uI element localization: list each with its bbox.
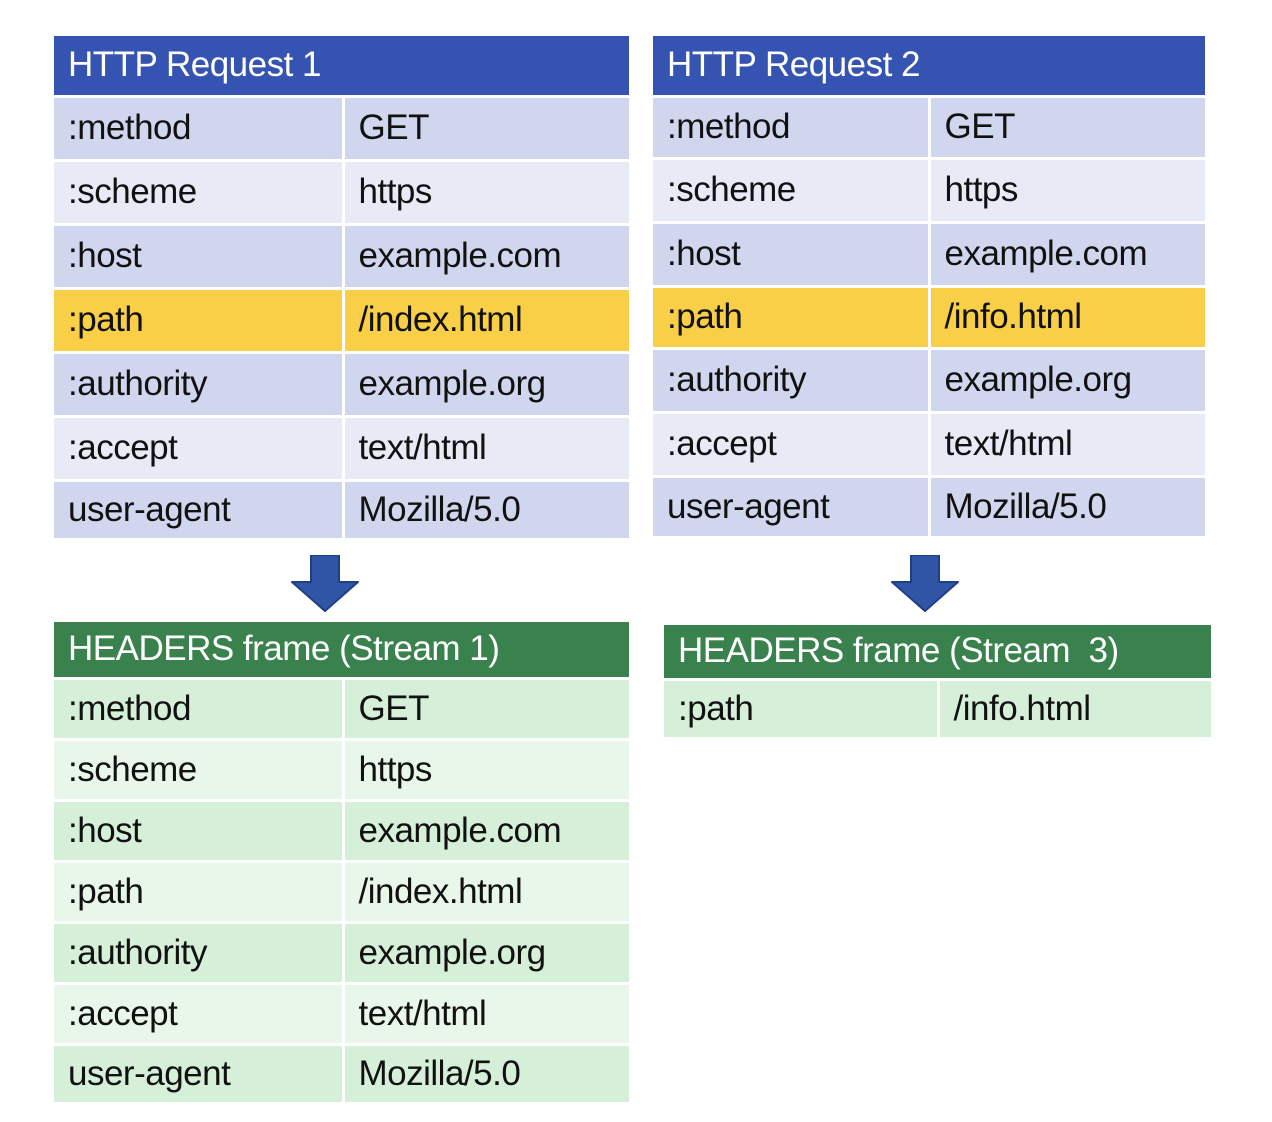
header-value: text/html [343, 414, 629, 480]
header-key: :accept [54, 414, 345, 480]
table-row: user-agent Mozilla/5.0 [54, 478, 629, 538]
table-row: :path /index.html [54, 859, 629, 922]
header-key: user-agent [653, 474, 931, 536]
table-title: HEADERS frame (Stream 1) [54, 622, 629, 678]
table-title: HTTP Request 1 [54, 36, 629, 96]
header-value: example.org [343, 350, 629, 416]
table-row: :authority example.org [54, 350, 629, 416]
header-key: :method [54, 676, 345, 739]
header-value: GET [343, 94, 629, 160]
header-value: Mozilla/5.0 [929, 474, 1205, 536]
table-header: HEADERS frame (Stream 1) [54, 622, 629, 678]
header-key: :method [653, 94, 931, 158]
header-value: text/html [343, 981, 629, 1044]
arrow-down-icon [891, 555, 959, 612]
table-row: :host example.com [54, 222, 629, 288]
header-value: /info.html [938, 677, 1211, 737]
table-header: HTTP Request 1 [54, 36, 629, 96]
headers-frame-stream-3-table: HEADERS frame (Stream 3) :path /info.htm… [664, 625, 1211, 737]
header-key: :scheme [54, 158, 345, 224]
table-row: :scheme https [54, 737, 629, 800]
table-row: user-agent Mozilla/5.0 [54, 1042, 629, 1102]
table-header: HEADERS frame (Stream 3) [664, 625, 1211, 679]
header-key: :path [54, 286, 345, 352]
table-header: HTTP Request 2 [653, 36, 1205, 96]
header-key: :path [664, 677, 940, 737]
headers-frame-stream-1-table: HEADERS frame (Stream 1) :method GET :sc… [54, 622, 629, 1102]
table-row: user-agent Mozilla/5.0 [653, 474, 1205, 536]
header-value: example.org [929, 346, 1205, 412]
header-key: :host [54, 222, 345, 288]
table-row-highlighted: :path /index.html [54, 286, 629, 352]
header-key: :host [653, 220, 931, 286]
table-title: HEADERS frame (Stream 3) [664, 625, 1211, 679]
header-value: /index.html [343, 286, 629, 352]
table-row-highlighted: :path /info.html [653, 284, 1205, 348]
header-value: text/html [929, 410, 1205, 476]
table-row: :host example.com [54, 798, 629, 861]
table-row: :accept text/html [54, 981, 629, 1044]
header-value: Mozilla/5.0 [343, 478, 629, 538]
header-value: example.com [343, 222, 629, 288]
header-value: example.org [343, 920, 629, 983]
table-row: :scheme https [653, 156, 1205, 222]
header-key: user-agent [54, 478, 345, 538]
header-key: :accept [54, 981, 345, 1044]
header-value: https [929, 156, 1205, 222]
table-row: :method GET [54, 676, 629, 739]
header-key: :scheme [653, 156, 931, 222]
table-row: :path /info.html [664, 677, 1211, 737]
table-row: :authority example.org [54, 920, 629, 983]
header-key: :path [653, 284, 931, 348]
http-request-2-table: HTTP Request 2 :method GET :scheme https… [653, 36, 1205, 536]
header-value: /info.html [929, 284, 1205, 348]
table-row: :scheme https [54, 158, 629, 224]
header-value: Mozilla/5.0 [343, 1042, 629, 1102]
header-value: example.com [343, 798, 629, 861]
table-row: :authority example.org [653, 346, 1205, 412]
header-key: :accept [653, 410, 931, 476]
header-value: example.com [929, 220, 1205, 286]
table-title: HTTP Request 2 [653, 36, 1205, 96]
table-row: :host example.com [653, 220, 1205, 286]
header-value: GET [929, 94, 1205, 158]
table-row: :accept text/html [653, 410, 1205, 476]
arrow-down-icon [291, 555, 359, 612]
table-row: :method GET [653, 94, 1205, 158]
header-key: :method [54, 94, 345, 160]
table-row: :method GET [54, 94, 629, 160]
header-key: user-agent [54, 1042, 345, 1102]
header-key: :path [54, 859, 345, 922]
header-key: :authority [54, 920, 345, 983]
header-value: https [343, 158, 629, 224]
header-key: :scheme [54, 737, 345, 800]
header-value: /index.html [343, 859, 629, 922]
http-request-1-table: HTTP Request 1 :method GET :scheme https… [54, 36, 629, 538]
header-key: :authority [653, 346, 931, 412]
table-row: :accept text/html [54, 414, 629, 480]
header-value: https [343, 737, 629, 800]
header-key: :authority [54, 350, 345, 416]
header-key: :host [54, 798, 345, 861]
header-value: GET [343, 676, 629, 739]
